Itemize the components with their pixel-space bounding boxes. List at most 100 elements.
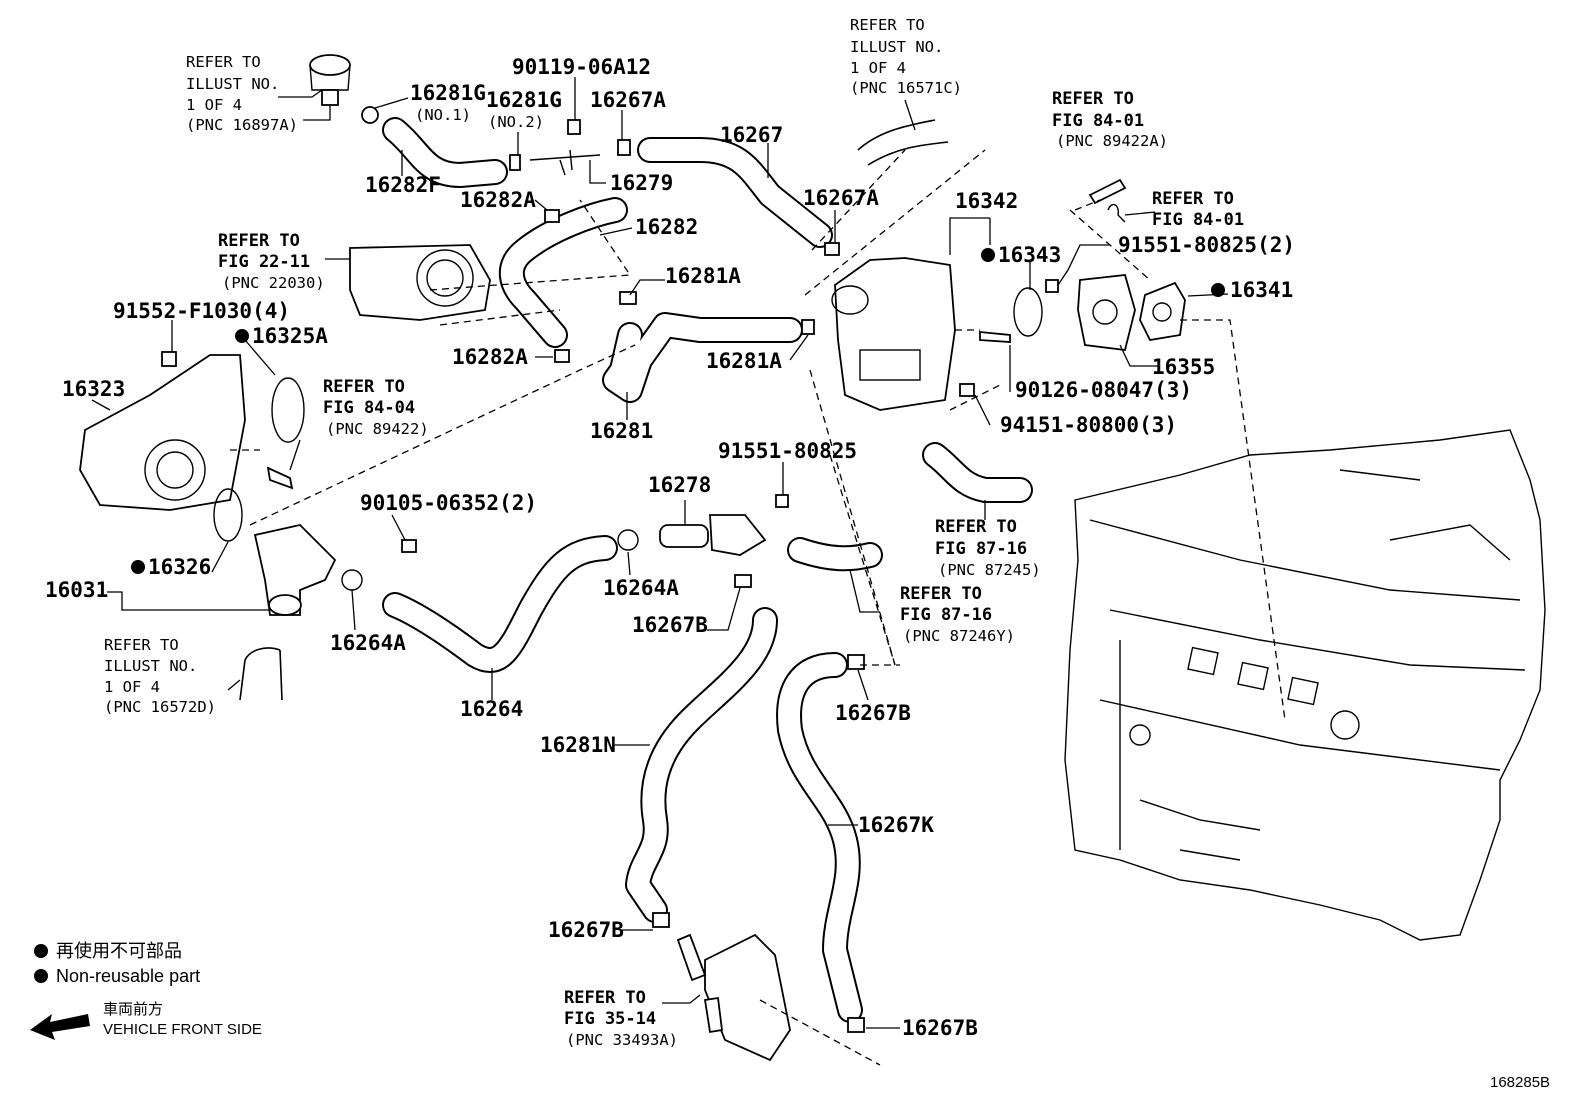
- parts: [79, 54, 1186, 1062]
- part-label-16267K: 16267K: [858, 813, 934, 837]
- svg-text:(PNC 33493A): (PNC 33493A): [566, 1031, 678, 1049]
- svg-text:REFER TO: REFER TO: [900, 584, 982, 604]
- part-label-16267B-right: 16267B: [835, 701, 911, 725]
- svg-text:REFER TO: REFER TO: [218, 231, 300, 251]
- part-label-16279: 16279: [610, 171, 673, 195]
- part-label-16281G-no2-note: (NO.2): [488, 113, 544, 131]
- legend-nonreusable-jp: 再使用不可部品: [56, 941, 182, 961]
- part-label-16355: 16355: [1152, 355, 1215, 379]
- refer-illust-16571C: REFER TO ILLUST NO. 1 OF 4 (PNC 16571C): [850, 16, 962, 97]
- nonreusable-dot-16326: [131, 560, 145, 574]
- svg-text:1 OF 4: 1 OF 4: [850, 59, 906, 77]
- part-label-16281A-lower: 16281A: [706, 349, 782, 373]
- part-label-16326: 16326: [148, 555, 211, 579]
- part-label-16343: 16343: [998, 243, 1061, 267]
- part-label-16264A-mid: 16264A: [603, 576, 679, 600]
- svg-text:REFER TO: REFER TO: [323, 377, 405, 397]
- svg-text:REFER TO: REFER TO: [1152, 189, 1234, 209]
- part-label-16267: 16267: [720, 123, 783, 147]
- svg-text:(PNC 16897A): (PNC 16897A): [186, 116, 298, 134]
- nonreusable-dot-16325A: [235, 329, 249, 343]
- refer-illust-16572D: REFER TO ILLUST NO. 1 OF 4 (PNC 16572D): [104, 636, 216, 716]
- part-label-16264A-left: 16264A: [330, 631, 406, 655]
- engine-block: [1064, 429, 1546, 941]
- part-label-90126-08047-3: 90126-08047(3): [1015, 378, 1192, 402]
- refer-fig-84-01-89422A: REFER TO FIG 84-01 (PNC 89422A): [1052, 89, 1168, 150]
- part-label-91551-80825: 91551-80825: [718, 439, 857, 463]
- legend-front-en: VEHICLE FRONT SIDE: [103, 1021, 262, 1038]
- part-label-16342: 16342: [955, 189, 1018, 213]
- part-label-16267B-bottom: 16267B: [902, 1016, 978, 1040]
- part-label-16341: 16341: [1230, 278, 1293, 302]
- svg-text:ILLUST NO.: ILLUST NO.: [186, 75, 279, 93]
- refer-fig-84-04: REFER TO FIG 84-04 (PNC 89422): [323, 377, 429, 438]
- svg-text:REFER TO: REFER TO: [935, 517, 1017, 537]
- svg-text:REFER TO: REFER TO: [1052, 89, 1134, 109]
- refer-fig-35-14: REFER TO FIG 35-14 (PNC 33493A): [564, 988, 678, 1049]
- part-number-labels: 16281G (NO.1) 16281G (NO.2) 90119-06A12 …: [45, 55, 1295, 1040]
- part-label-16031: 16031: [45, 578, 108, 602]
- legend-front-jp: 車両前方: [103, 1001, 163, 1018]
- part-label-16323: 16323: [62, 377, 125, 401]
- refer-illust-16897A: REFER TO ILLUST NO. 1 OF 4 (PNC 16897A): [186, 53, 298, 134]
- nonreusable-dot-16341: [1211, 283, 1225, 297]
- svg-text:1 OF 4: 1 OF 4: [104, 678, 160, 696]
- svg-text:(PNC 22030): (PNC 22030): [222, 274, 325, 292]
- part-label-16282A-top: 16282A: [460, 188, 536, 212]
- svg-text:FIG 22-11: FIG 22-11: [218, 252, 310, 272]
- part-label-91551-80825-2: 91551-80825(2): [1118, 233, 1295, 257]
- svg-text:(PNC 89422A): (PNC 89422A): [1056, 132, 1168, 150]
- svg-text:FIG 84-01: FIG 84-01: [1152, 210, 1244, 230]
- part-label-91552-F1030-4: 91552-F1030(4): [113, 299, 290, 323]
- svg-text:FIG 87-16: FIG 87-16: [935, 539, 1027, 559]
- hoses: [239, 117, 1033, 1023]
- svg-text:(PNC 16571C): (PNC 16571C): [850, 79, 962, 97]
- part-label-16282: 16282: [635, 215, 698, 239]
- part-label-16281G-no1: 16281G: [410, 81, 486, 105]
- svg-text:ILLUST NO.: ILLUST NO.: [850, 38, 943, 56]
- svg-text:(PNC 89422): (PNC 89422): [326, 420, 429, 438]
- part-label-16281N: 16281N: [540, 733, 616, 757]
- legend: 再使用不可部品 Non-reusable part 車両前方 VEHICLE F…: [30, 941, 262, 1040]
- part-label-16325A: 16325A: [252, 324, 328, 348]
- leader-lines: [91, 77, 1229, 1029]
- part-label-16267B-mid: 16267B: [632, 613, 708, 637]
- part-label-90105-06352-2: 90105-06352(2): [360, 491, 537, 515]
- part-label-16281: 16281: [590, 419, 653, 443]
- refer-fig-84-01-clip: REFER TO FIG 84-01: [1152, 189, 1244, 230]
- front-arrow-icon: [30, 1014, 90, 1040]
- svg-text:ILLUST NO.: ILLUST NO.: [104, 657, 197, 675]
- svg-text:REFER TO: REFER TO: [104, 636, 179, 654]
- svg-text:FIG 84-01: FIG 84-01: [1052, 111, 1144, 131]
- svg-text:(PNC 16572D): (PNC 16572D): [104, 698, 216, 716]
- svg-text:REFER TO: REFER TO: [186, 53, 261, 71]
- part-label-94151-80800-3: 94151-80800(3): [1000, 413, 1177, 437]
- part-label-16264: 16264: [460, 697, 523, 721]
- part-label-16281G-no2: 16281G: [486, 88, 562, 112]
- svg-text:(PNC 87246Y): (PNC 87246Y): [903, 627, 1015, 645]
- legend-dot-jp: [34, 944, 48, 958]
- part-label-16281G-no1-note: (NO.1): [415, 106, 471, 124]
- part-label-16282A-lower: 16282A: [452, 345, 528, 369]
- reference-notes: REFER TO ILLUST NO. 1 OF 4 (PNC 16897A) …: [104, 16, 1244, 1049]
- svg-text:(PNC 87245): (PNC 87245): [938, 561, 1041, 579]
- svg-text:REFER TO: REFER TO: [564, 988, 646, 1008]
- nonreusable-dot-16343: [981, 248, 995, 262]
- legend-nonreusable-en: Non-reusable part: [56, 966, 200, 986]
- svg-text:FIG 35-14: FIG 35-14: [564, 1009, 656, 1029]
- part-label-90119-06A12: 90119-06A12: [512, 55, 651, 79]
- part-label-16278: 16278: [648, 473, 711, 497]
- part-label-16267A-mid: 16267A: [803, 186, 879, 210]
- part-label-16267A-top: 16267A: [590, 88, 666, 112]
- part-label-16267B-low: 16267B: [548, 918, 624, 942]
- dashed-guides: [230, 149, 1286, 1066]
- svg-text:REFER TO: REFER TO: [850, 16, 925, 34]
- diagram-code: 168285B: [1490, 1074, 1550, 1091]
- refer-fig-22-11: REFER TO FIG 22-11 (PNC 22030): [218, 231, 325, 292]
- svg-text:1 OF 4: 1 OF 4: [186, 96, 242, 114]
- legend-dot-en: [34, 969, 48, 983]
- svg-text:FIG 87-16: FIG 87-16: [900, 605, 992, 625]
- part-label-16282F: 16282F: [365, 173, 441, 197]
- refer-fig-87-16-87246Y: REFER TO FIG 87-16 (PNC 87246Y): [900, 584, 1015, 645]
